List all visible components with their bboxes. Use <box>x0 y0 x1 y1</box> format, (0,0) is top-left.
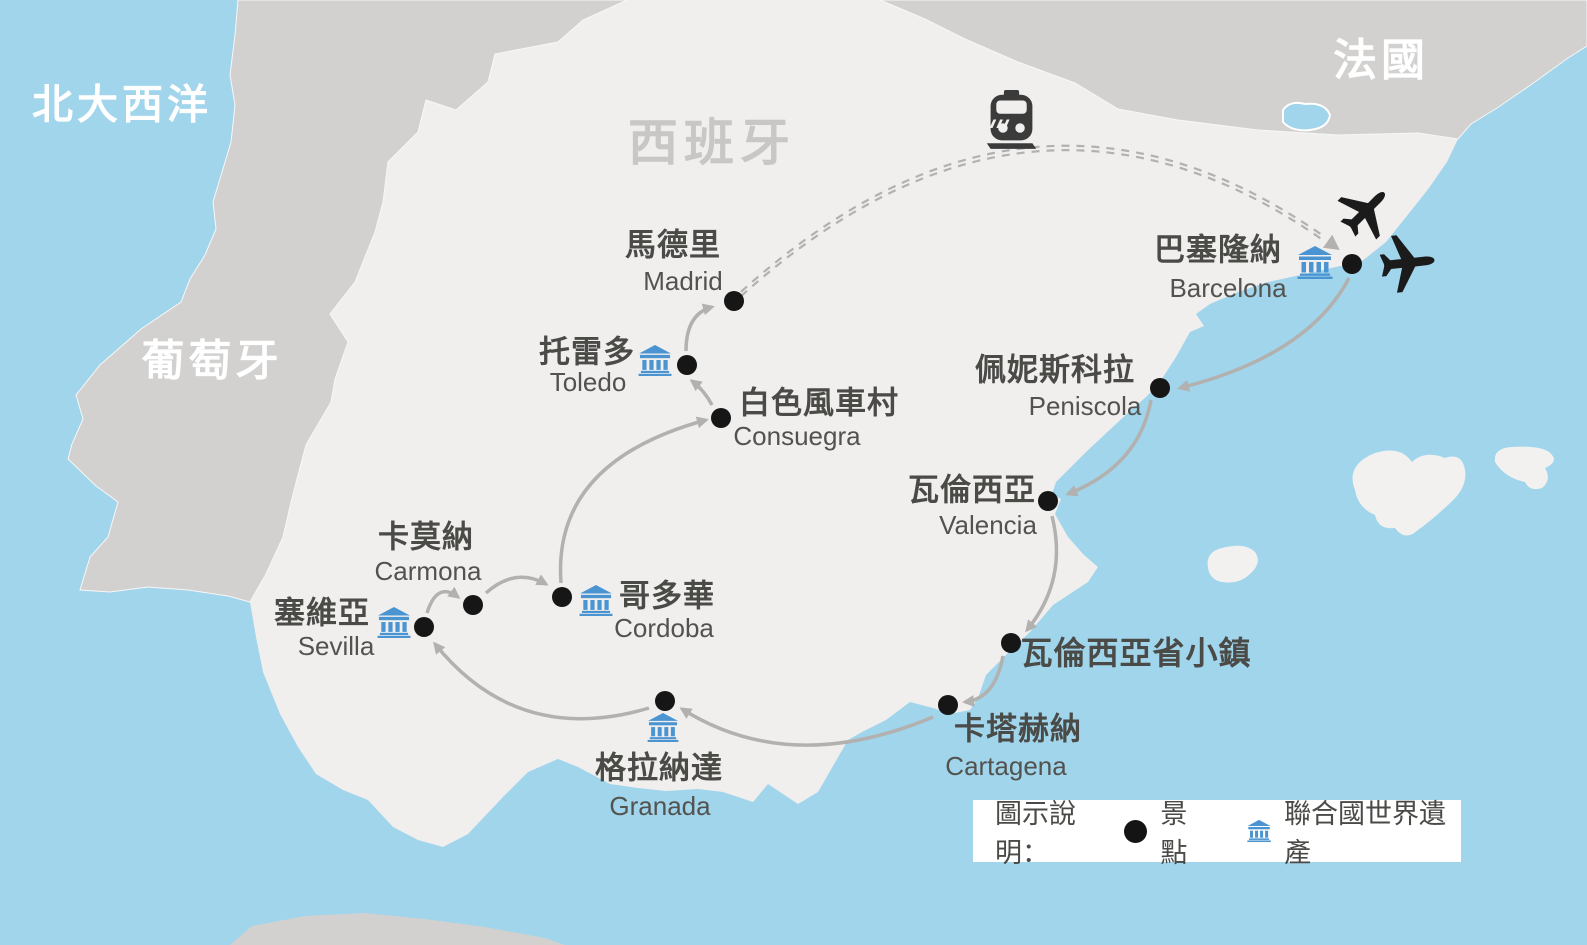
island-ibiza <box>1207 545 1258 583</box>
poi-dot-barcelona <box>1342 254 1362 274</box>
city-label-carmona-en: Carmona <box>374 556 482 586</box>
route-towns-cartagena <box>962 655 1005 708</box>
city-label-barcelona-en: Barcelona <box>1169 273 1287 303</box>
city-label-consuegra-zh: 白色風車村 <box>739 385 899 421</box>
city-label-madrid-zh: 馬德里 <box>625 227 721 263</box>
region-label-portugal: 葡萄牙 <box>141 337 283 386</box>
city-label-cordoba-en: Cordoba <box>614 613 714 643</box>
city-label-valencia-en: Valencia <box>939 510 1037 540</box>
route-toledo-madrid <box>684 303 715 352</box>
city-label-sevilla-zh: 塞維亞 <box>274 595 370 631</box>
city-label-consuegra-en: Consuegra <box>733 421 861 451</box>
city-label-granada-en: Granada <box>609 791 711 821</box>
region-label-atlantic: 北大西洋 <box>32 81 212 128</box>
city-label-cartagena-en: Cartagena <box>945 751 1067 781</box>
france-lagoon <box>1282 101 1332 132</box>
route-sevilla-carmona <box>425 586 461 614</box>
city-label-toledo-zh: 托雷多 <box>539 334 635 370</box>
poi-dot-legend-icon <box>1124 819 1148 843</box>
region-label-spain: 西班牙 <box>628 115 796 171</box>
poi-dot-toledo <box>677 355 697 375</box>
iberian-peninsula <box>68 0 1587 847</box>
city-label-toledo-en: Toledo <box>549 367 627 397</box>
route-barcelona-peniscola <box>1177 277 1351 392</box>
train-icon <box>986 90 1037 149</box>
france-region <box>879 0 1587 140</box>
legend-title: 圖示說明： <box>995 799 1076 868</box>
route-cartagena-granada <box>679 707 934 747</box>
route-valencia-towns <box>1025 515 1059 633</box>
region-label-france: 法國 <box>1333 36 1429 85</box>
city-label-barcelona-zh: 巴塞隆納 <box>1154 232 1282 268</box>
city-label-madrid-en: Madrid <box>643 266 723 296</box>
route-consuegra-toledo <box>689 379 714 406</box>
poi-dot-sevilla <box>414 617 434 637</box>
route-granada-sevilla <box>433 641 650 721</box>
city-label-carmona-zh: 卡莫納 <box>378 519 474 555</box>
ground-routes <box>425 277 1351 747</box>
city-label-granada-zh: 格拉納達 <box>595 750 723 786</box>
city-label-sevilla-en: Sevilla <box>297 631 375 661</box>
poi-dot-valencia-towns <box>1001 633 1021 653</box>
city-label-peniscola-zh: 佩妮斯科拉 <box>975 352 1135 388</box>
route-carmona-cordoba <box>484 574 549 595</box>
city-label-cordoba-zh: 哥多華 <box>619 578 715 614</box>
poi-dot-granada <box>655 691 675 711</box>
poi-dot-peniscola <box>1150 378 1170 398</box>
city-label-valencia-zh: 瓦倫西亞 <box>908 472 1036 508</box>
legend-unesco-label: 聯合國世界遺產 <box>1284 799 1447 868</box>
poi-dot-cordoba <box>552 587 572 607</box>
unesco-legend-icon <box>1247 818 1271 844</box>
poi-dots <box>414 254 1362 715</box>
island-mallorca <box>1352 450 1466 536</box>
poi-dot-consuegra <box>711 408 731 428</box>
city-label-valencia-towns-zh: 瓦倫西亞省小鎮 <box>1020 635 1252 671</box>
poi-dot-valencia <box>1038 491 1058 511</box>
legend-poi-label: 景點 <box>1160 799 1188 868</box>
poi-dot-cartagena <box>938 695 958 715</box>
poi-dot-madrid <box>724 291 744 311</box>
poi-dot-carmona <box>463 595 483 615</box>
city-label-peniscola-en: Peniscola <box>1028 391 1142 421</box>
route-cordoba-consuegra <box>558 416 709 584</box>
legend: 圖示說明： 景點 聯合國世界遺產 <box>973 799 1461 868</box>
route-peniscola-valencia <box>1065 399 1153 497</box>
island-menorca <box>1494 446 1554 490</box>
portugal-region <box>67 0 628 603</box>
africa-coast <box>230 913 565 945</box>
city-label-cartagena-zh: 卡塔赫納 <box>954 711 1082 747</box>
train-route-arrowhead <box>1322 234 1340 251</box>
